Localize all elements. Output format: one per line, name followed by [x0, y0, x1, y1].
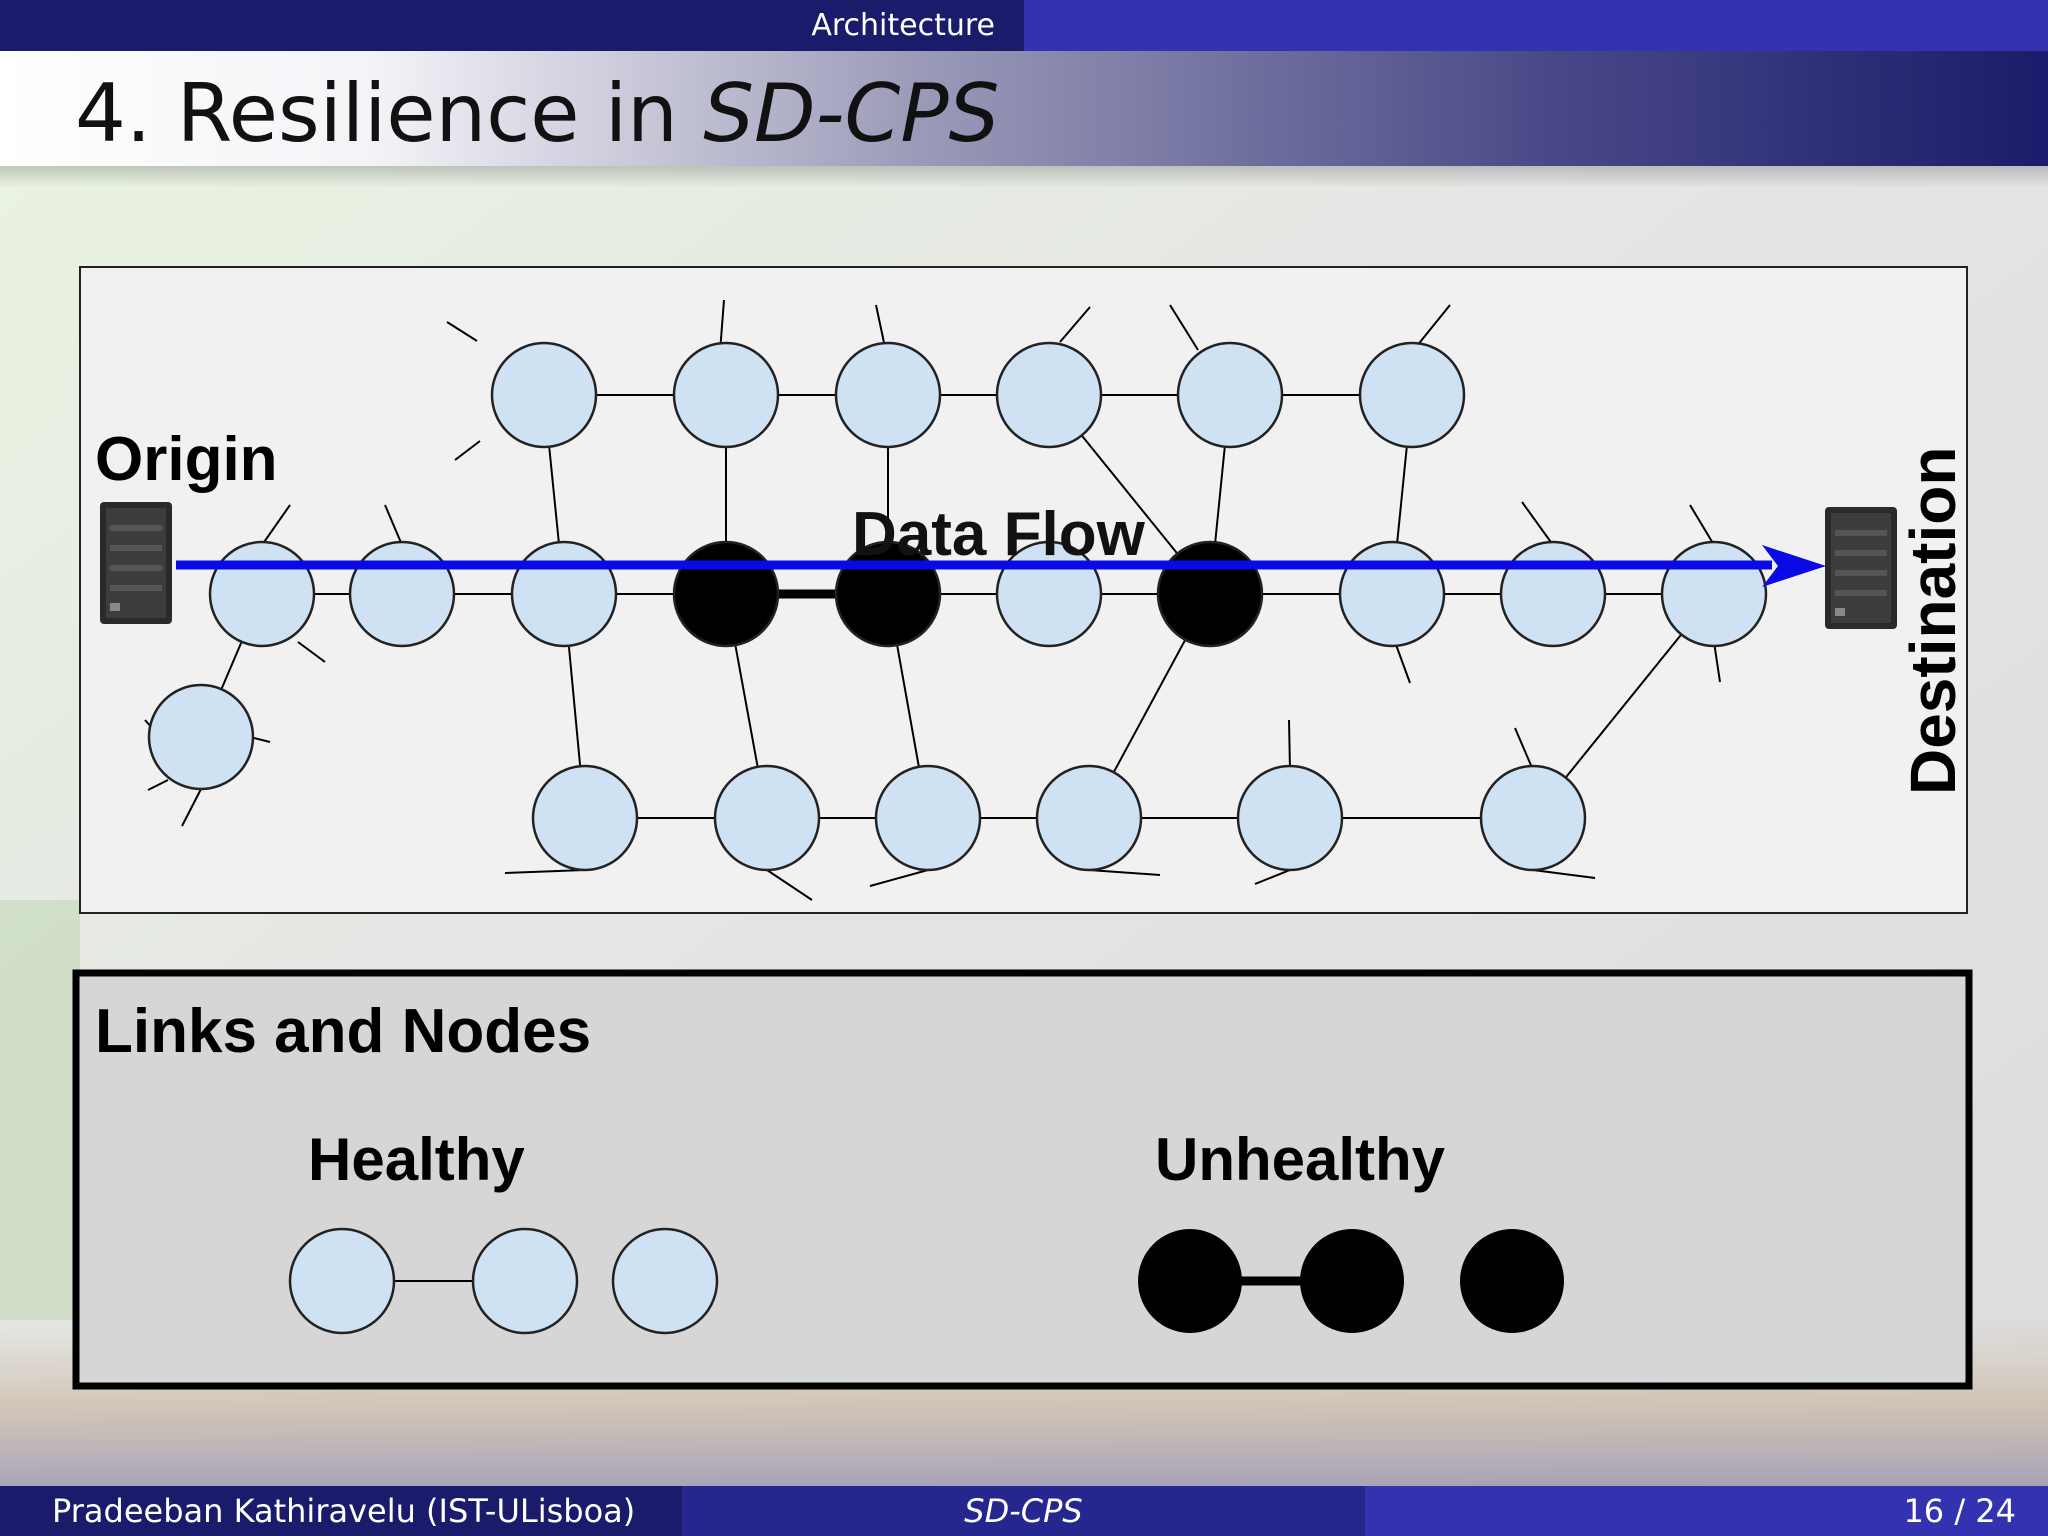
- healthy-node: [208, 540, 316, 648]
- title-shadow: [0, 166, 2048, 188]
- data-flow-arrow: [176, 545, 1826, 587]
- dangling-link: [1532, 869, 1596, 879]
- dangling-link: [1088, 869, 1161, 876]
- dangling-link: [1059, 306, 1091, 343]
- healthy-node: [1035, 764, 1143, 872]
- unhealthy-node: [1156, 540, 1264, 648]
- legend-unhealthy-label: Unhealthy: [1155, 1126, 1446, 1193]
- dangling-link: [504, 869, 586, 874]
- data-flow-label: Data Flow: [852, 500, 1146, 569]
- legend-title: Links and Nodes: [95, 997, 591, 1066]
- healthy-node: [531, 764, 639, 872]
- dangling-link: [454, 440, 481, 461]
- footer-bar: Pradeeban Kathiravelu (IST-ULisboa) SD-C…: [0, 1486, 2048, 1536]
- dangling-link: [446, 321, 478, 342]
- dangling-link: [1288, 719, 1291, 771]
- dangling-link: [261, 504, 291, 546]
- healthy-node: [1176, 341, 1284, 449]
- dangling-link: [1254, 869, 1291, 885]
- legend-unhealthy-node: [1300, 1229, 1404, 1333]
- healthy-node: [1499, 540, 1607, 648]
- dangling-link: [869, 869, 929, 887]
- legend-healthy-sample: [288, 1227, 719, 1335]
- legend-unhealthy-node: [1138, 1229, 1242, 1333]
- destination-label: Destination: [1897, 447, 1969, 795]
- legend-unhealthy-node: [1460, 1229, 1564, 1333]
- healthy-node: [510, 540, 618, 648]
- dangling-link: [384, 504, 403, 546]
- healthy-node: [1479, 764, 1587, 872]
- healthy-node: [995, 341, 1103, 449]
- healthy-node: [490, 341, 598, 449]
- dangling-link: [297, 641, 326, 663]
- section-nav-left: Architecture: [0, 0, 1024, 51]
- section-nav-right: [1024, 0, 2048, 51]
- healthy-node: [672, 341, 780, 449]
- healthy-node: [147, 683, 255, 791]
- title-bar: 4. Resilience in SD-CPS: [0, 51, 2048, 166]
- healthy-node: [1660, 540, 1768, 648]
- legend-unhealthy-sample: [1138, 1229, 1564, 1333]
- slide-title-emphasis: SD-CPS: [703, 67, 1000, 160]
- origin-server-icon: [100, 502, 172, 624]
- dangling-link: [766, 869, 813, 901]
- healthy-node: [713, 764, 821, 872]
- footer-short-title: SD-CPS: [964, 1492, 1083, 1530]
- slide-title: 4. Resilience in SD-CPS: [75, 67, 999, 160]
- legend-healthy-node: [611, 1227, 719, 1335]
- dangling-link: [1514, 727, 1534, 771]
- dangling-link: [1689, 504, 1715, 546]
- footer-title-cell: SD-CPS: [682, 1486, 1365, 1536]
- dangling-link: [1713, 641, 1721, 683]
- section-header-bar: Architecture: [0, 0, 2048, 51]
- origin-label: Origin: [95, 425, 278, 494]
- dangling-link: [147, 779, 169, 791]
- dangling-link: [1169, 304, 1199, 351]
- slide-title-prefix: 4. Resilience in: [75, 67, 704, 160]
- healthy-node: [1236, 764, 1344, 872]
- healthy-node: [834, 341, 942, 449]
- footer-author-cell: Pradeeban Kathiravelu (IST-ULisboa): [0, 1486, 682, 1536]
- dangling-link: [1394, 641, 1411, 684]
- section-name[interactable]: Architecture: [811, 8, 995, 43]
- legend-healthy-node: [471, 1227, 579, 1335]
- healthy-node: [348, 540, 456, 648]
- dangling-link: [1521, 501, 1554, 546]
- legend-healthy-label: Healthy: [308, 1126, 525, 1193]
- footer-page-number: 16 / 24: [1903, 1492, 2016, 1530]
- unhealthy-node: [672, 540, 780, 648]
- dangling-link: [181, 788, 202, 827]
- legend-healthy-node: [288, 1227, 396, 1335]
- footer-page-cell: 16 / 24: [1365, 1486, 2048, 1536]
- healthy-node: [1338, 540, 1446, 648]
- footer-author: Pradeeban Kathiravelu (IST-ULisboa): [52, 1492, 636, 1530]
- healthy-node: [1358, 341, 1466, 449]
- destination-server-icon: [1825, 507, 1897, 629]
- healthy-node: [874, 764, 982, 872]
- legend-panel: [72, 969, 1973, 1390]
